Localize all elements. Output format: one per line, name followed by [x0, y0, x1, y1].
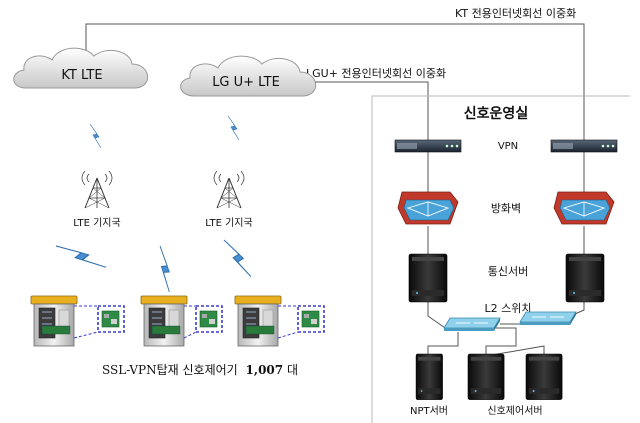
field-caption-count: 1,007	[246, 363, 284, 377]
kt-line	[85, 23, 585, 140]
comm-server-icon	[408, 253, 448, 303]
board-icon	[97, 305, 125, 333]
vpn-device-icon	[550, 139, 618, 153]
comm-server-label: 통신서버	[488, 265, 528, 278]
switch-signal	[485, 327, 545, 357]
lightning-icon	[227, 115, 240, 141]
l2-switch-icon	[443, 317, 501, 332]
l2-switch-label: L2 스위치	[485, 302, 532, 315]
kt-cloud-label: KT LTE	[61, 68, 102, 83]
signal-server-icon	[525, 353, 563, 401]
lightning-icon	[55, 235, 107, 279]
signal-server-label: 신호제어서버	[487, 405, 542, 417]
signal-controller-3	[234, 295, 325, 347]
base-station-label-left: LTE 기지국	[73, 217, 120, 229]
field-caption: SSL-VPN탑재 신호제어기 1,007 대	[102, 363, 298, 377]
vpn-device-icon	[394, 139, 462, 153]
server-switch-left	[427, 302, 449, 331]
signal-controller-1	[30, 295, 125, 347]
field-caption-prefix: SSL-VPN탑재 신호제어기	[102, 363, 238, 377]
lightning-icon	[223, 234, 252, 283]
lgu-cloud-label: LG U+ LTE	[212, 75, 280, 90]
l2-switch-icon	[519, 311, 577, 326]
control-room-title: 신호운영실	[464, 105, 528, 122]
firewall-icon	[397, 191, 459, 225]
firewall-label: 방화벽	[491, 202, 521, 215]
cabinet-icon	[30, 295, 78, 347]
comm-server-icon	[565, 253, 605, 303]
lightning-icon	[89, 123, 102, 149]
lgu-cloud: LG U+ LTE	[180, 55, 316, 97]
lte-tower-icon	[81, 170, 113, 209]
field-caption-suffix: 대	[287, 363, 298, 377]
cabinet-icon	[140, 295, 188, 347]
board-icon	[297, 305, 325, 333]
switch-npt	[427, 332, 459, 356]
signal-server-icon	[467, 353, 505, 401]
cabinet-icon	[234, 295, 282, 347]
vpn-label: VPN	[498, 141, 518, 152]
kt-line-label: KT 전용인터넷회선 이중화	[455, 7, 576, 20]
firewall-icon	[553, 191, 615, 225]
board-icon	[195, 305, 223, 333]
base-station-label-right: LTE 기지국	[205, 217, 252, 229]
control-room-boundary	[371, 95, 630, 423]
npt-server-icon	[415, 353, 444, 401]
lightning-icon	[153, 245, 176, 293]
npt-server-label: NPT서버	[410, 405, 448, 417]
kt-cloud: KT LTE	[13, 47, 148, 89]
lte-tower-icon	[213, 170, 245, 209]
lgu-line-label: LGU+ 전용인터넷회선 이중화	[306, 67, 446, 80]
signal-controller-2	[140, 295, 223, 347]
